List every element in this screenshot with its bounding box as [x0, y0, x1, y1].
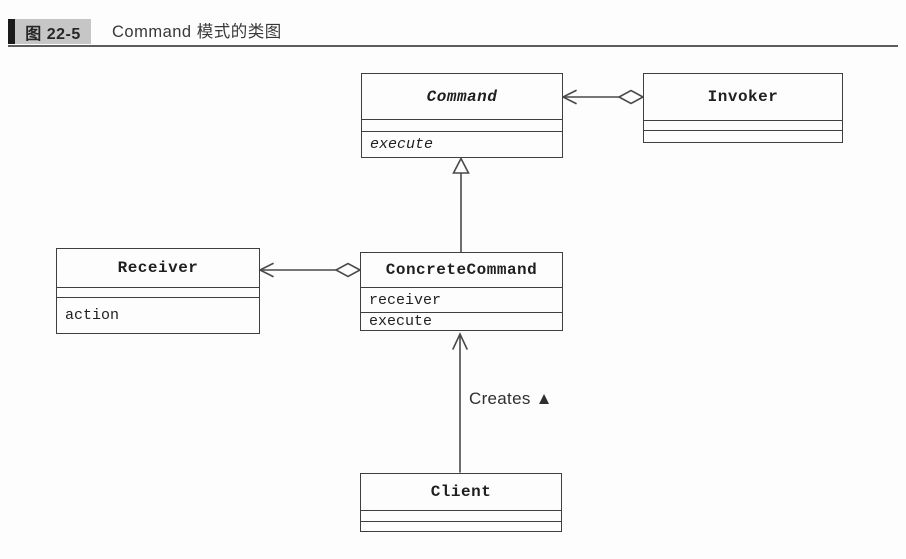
class-box-invoker: Invoker: [643, 73, 843, 143]
figure-number-badge: 图 22-5: [15, 19, 91, 44]
class-operations-concrete-command: execute: [361, 312, 562, 330]
class-attributes-invoker: [644, 120, 842, 130]
class-box-command: Command execute: [361, 73, 563, 158]
class-operations-invoker: [644, 130, 842, 142]
class-attributes-client: [361, 510, 561, 521]
class-name-command: Command: [426, 87, 498, 106]
open-arrowhead-to-concrete-command: [452, 332, 468, 350]
open-arrowhead-to-command: [561, 89, 577, 105]
aggregation-diamond-invoker: [617, 89, 645, 105]
creates-arrow-label: Creates ▲: [469, 389, 553, 408]
class-name-client: Client: [430, 483, 492, 501]
inheritance-triangle-icon: [452, 156, 470, 174]
class-attributes-receiver: [57, 287, 259, 297]
class-operations-client: [361, 521, 561, 531]
class-name-receiver: Receiver: [117, 259, 199, 277]
class-operations-receiver: action: [57, 297, 259, 333]
class-name-invoker: Invoker: [707, 88, 779, 106]
aggregation-diamond-concrete-command: [334, 262, 362, 278]
class-attributes-command: [362, 119, 562, 131]
open-arrowhead-to-receiver: [258, 262, 274, 278]
class-name-concrete-command: ConcreteCommand: [385, 261, 538, 279]
class-box-receiver: Receiver action: [56, 248, 260, 334]
figure-badge-bar: [8, 19, 15, 44]
class-attributes-concrete-command: receiver: [361, 287, 562, 312]
class-box-concrete-command: ConcreteCommand receiver execute: [360, 252, 563, 331]
figure-title: Command 模式的类图: [112, 23, 282, 41]
class-box-client: Client: [360, 473, 562, 532]
header-rule: [8, 45, 898, 47]
class-operations-command: execute: [362, 131, 562, 157]
